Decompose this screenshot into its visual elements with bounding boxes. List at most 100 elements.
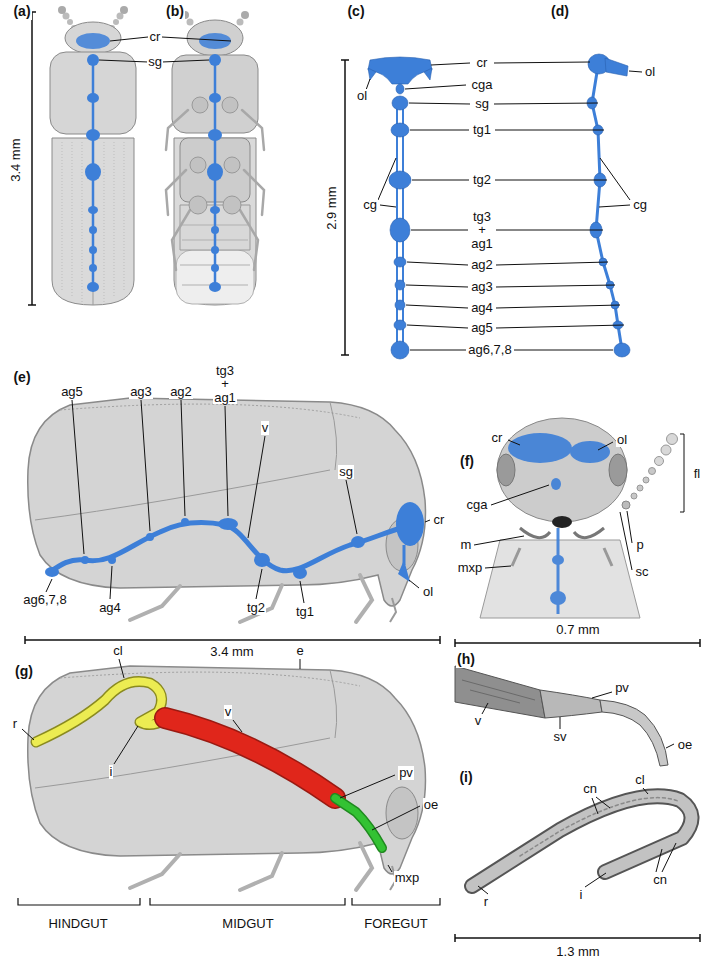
beetle-dorsal xyxy=(58,6,66,14)
gut-section xyxy=(520,798,678,856)
nervous-system xyxy=(88,206,98,214)
nervous-system xyxy=(551,478,561,490)
part-label: sg xyxy=(474,97,490,111)
leader-line xyxy=(496,305,620,308)
nervous-system xyxy=(209,54,221,66)
leader-line xyxy=(99,60,148,62)
part-label: ol xyxy=(616,433,628,447)
cns-dorsal xyxy=(391,123,409,137)
panel-letter: (e) xyxy=(12,370,31,385)
scale-bar xyxy=(455,937,700,939)
region-label: FOREGUT xyxy=(363,917,429,931)
nervous-system xyxy=(552,555,564,565)
part-label: cl xyxy=(112,644,123,658)
beetle-frontal xyxy=(609,454,627,486)
beetle-frontal xyxy=(497,454,515,486)
scale-bar xyxy=(699,934,701,942)
leader-line xyxy=(410,350,466,351)
part-label: fl xyxy=(693,467,702,481)
part-label: ag5 xyxy=(470,321,494,335)
beetle-dorsal xyxy=(113,19,119,25)
panel-letter: (a) xyxy=(12,4,31,19)
leader-line xyxy=(627,511,632,543)
part-label: i xyxy=(579,888,584,902)
nervous-system xyxy=(211,264,219,272)
part-label: cr xyxy=(476,56,489,70)
part-label: cn xyxy=(652,873,668,887)
part-label: pv xyxy=(398,766,414,780)
beetle-frontal xyxy=(552,516,572,528)
nervous-system xyxy=(199,33,231,292)
scale-label: 3.4 mm xyxy=(209,645,254,659)
scale-label: 3.4 mm xyxy=(9,137,23,182)
leader-line xyxy=(585,873,606,887)
leader-line xyxy=(680,512,684,513)
part-label: oe xyxy=(423,798,439,812)
beetle-dorsal xyxy=(120,6,128,14)
leader-line xyxy=(620,512,632,570)
nervous-system xyxy=(45,502,424,582)
leader-line xyxy=(495,130,604,131)
leader-line xyxy=(22,659,420,872)
part-label: sg xyxy=(338,465,354,479)
scale-bar xyxy=(455,639,700,647)
nervous-system xyxy=(550,591,566,605)
nervous-system xyxy=(85,163,101,181)
gut-section xyxy=(462,680,535,703)
leader-line xyxy=(407,262,468,265)
leader-line xyxy=(162,60,209,62)
leader-line xyxy=(406,305,468,308)
part-label: v xyxy=(261,421,270,435)
nervous-system xyxy=(45,567,59,577)
leader-line xyxy=(560,717,561,729)
beetle-ventral xyxy=(187,19,194,26)
nervous-system xyxy=(211,246,219,254)
cns-dorsal xyxy=(395,300,405,310)
scale-bar xyxy=(344,60,346,355)
leader-line xyxy=(680,434,684,435)
gut xyxy=(335,798,382,848)
leader-line xyxy=(346,480,357,534)
beetle-frontal xyxy=(512,548,612,566)
nervous-system xyxy=(396,502,424,546)
leader-line xyxy=(431,63,470,65)
region-bracket xyxy=(352,898,440,905)
beetle-dorsal xyxy=(65,22,121,54)
part-label: sv xyxy=(553,730,568,744)
beetle-frontal xyxy=(631,493,637,499)
panel-letter: (b) xyxy=(165,4,185,19)
nervous-system xyxy=(86,129,100,141)
cns-dorsal xyxy=(395,280,405,290)
leader-line xyxy=(482,692,674,748)
part-label: ag6,7,8 xyxy=(467,343,512,357)
leader-line xyxy=(598,442,613,450)
leader-line xyxy=(478,788,676,894)
part-label: tg3 + ag1 xyxy=(470,210,494,251)
leader-line xyxy=(300,659,301,669)
cns-dorsal xyxy=(368,57,432,84)
scale-bar xyxy=(439,636,441,644)
leader-line xyxy=(656,849,662,872)
beetle-frontal xyxy=(649,468,656,475)
leader-line xyxy=(494,103,598,104)
cns-dorsal xyxy=(394,257,406,267)
beetle-dorsal xyxy=(67,19,73,25)
leader-line xyxy=(491,485,549,505)
cns-dorsal xyxy=(394,320,406,330)
beetle-ventral xyxy=(237,19,244,26)
part-label: tg2 xyxy=(246,601,266,615)
part-label: ag3 xyxy=(129,385,153,399)
cns-lateral xyxy=(587,54,630,357)
part-label: cg xyxy=(632,198,648,212)
leader-line xyxy=(666,744,674,748)
leader-line xyxy=(425,520,430,522)
nervous-system xyxy=(146,533,154,541)
beetle-frontal xyxy=(643,477,649,483)
beetle-frontal xyxy=(637,485,643,491)
scale-bar xyxy=(25,639,440,641)
part-label: sg xyxy=(147,55,163,69)
leader-line xyxy=(482,703,488,714)
leader-line xyxy=(22,729,34,740)
part-label: cr xyxy=(491,431,504,445)
leader-line xyxy=(496,230,603,231)
